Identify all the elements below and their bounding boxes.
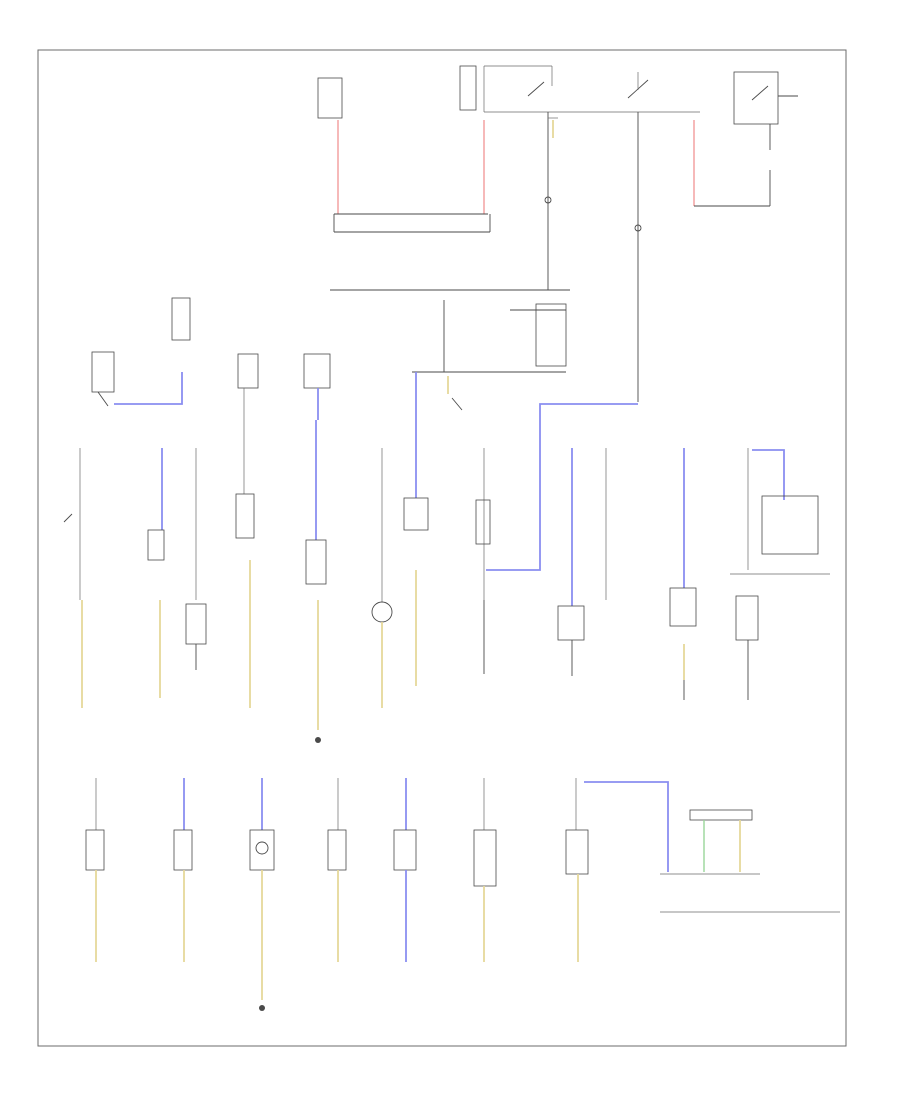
- signal-wire-e: [584, 781, 669, 872]
- switch-box-6: [475, 499, 491, 545]
- bulb-box-1: [85, 829, 105, 871]
- component-row-1: [63, 420, 830, 743]
- switch-box-1: [147, 529, 165, 561]
- module-box-6: [557, 605, 585, 641]
- relay-box-right: [733, 71, 779, 125]
- signal-wire-a: [114, 372, 183, 405]
- top-power-section: [317, 65, 798, 402]
- diagram-frame: [37, 49, 847, 1047]
- bulb-box-2: [173, 829, 193, 871]
- switch-box-2: [185, 603, 207, 645]
- module-box-5: [535, 303, 567, 367]
- module-box-9: [735, 595, 759, 641]
- bulb-box-5: [393, 829, 417, 871]
- fuse-box-left: [317, 77, 343, 119]
- module-box-8: [761, 495, 819, 555]
- bulb-box-4: [327, 829, 347, 871]
- middle-section: [91, 297, 638, 571]
- bulb-box-3: [249, 829, 275, 871]
- signal-wire-d: [752, 449, 785, 500]
- connector-block: [689, 809, 753, 821]
- switch-box-4: [305, 539, 327, 585]
- lamp-symbol: [371, 601, 393, 623]
- component-row-2: [85, 778, 840, 1011]
- module-box-4: [303, 353, 331, 389]
- module-box-7: [669, 587, 697, 627]
- bulb-box-7: [565, 829, 589, 875]
- switch-box-3: [235, 493, 255, 539]
- module-box-2: [91, 351, 115, 393]
- switch-box-5: [403, 497, 429, 531]
- module-box-1: [171, 297, 191, 341]
- fuse-box-mid: [459, 65, 477, 111]
- module-box-3: [237, 353, 259, 389]
- signal-wire-c: [486, 403, 638, 571]
- bulb-box-6: [473, 829, 497, 887]
